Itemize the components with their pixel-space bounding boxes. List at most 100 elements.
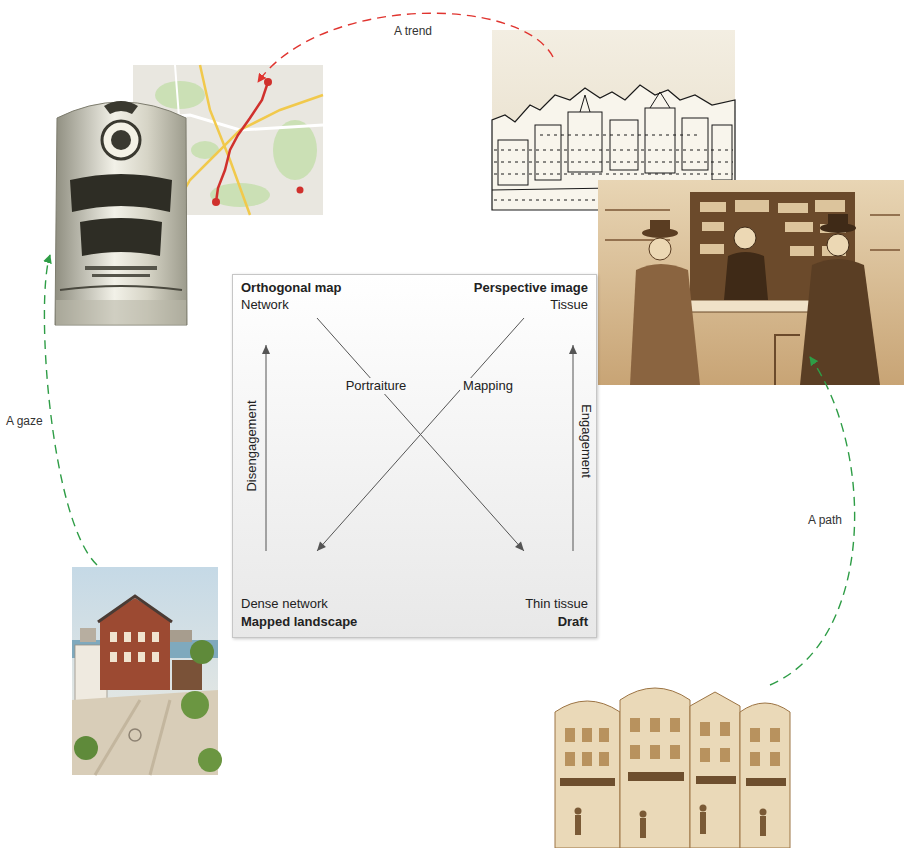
town-render-image-part-part [138, 652, 145, 662]
city-sketch-image-part-part [494, 162, 733, 163]
facade-image-part-part [582, 728, 592, 742]
facade-image-part-part [560, 778, 615, 786]
diagonal-label: Mapping [460, 378, 516, 394]
facade-image-part-part [620, 688, 690, 848]
facade-image-part-part [630, 718, 640, 732]
portraiture-arrow [317, 318, 524, 551]
facade-image-part-part [628, 772, 684, 781]
bar-scene-image-part-part [870, 214, 900, 216]
facade-image-part-part [770, 728, 780, 742]
bar-scene-image-part [630, 264, 700, 385]
facade-image-part-part [700, 722, 710, 736]
facade-image-part [555, 688, 790, 848]
map-image-part [297, 187, 304, 194]
beer-can-image-part [111, 130, 131, 150]
bar-scene-image-part [790, 246, 814, 256]
corner-term: Draft [558, 614, 588, 630]
portraiture-arrow-head [515, 542, 524, 551]
axis-label: Engagement [578, 404, 594, 478]
town-render-image-part [72, 690, 218, 775]
trend-arrow [258, 13, 553, 82]
bar-scene-image-part [700, 244, 724, 254]
corner-term: Orthogonal map [241, 280, 341, 296]
beer-can-image [55, 101, 187, 325]
quadrant-arrows [233, 275, 598, 639]
corner-term: Mapped landscape [241, 614, 357, 630]
bar-scene-image-part [828, 214, 848, 228]
axis-label: Disengagement [244, 400, 260, 491]
bar-scene-image-part [785, 222, 813, 232]
arrow-label: A path [805, 513, 845, 528]
facade-image-part-part [720, 722, 730, 736]
facade-image-part-part [746, 778, 786, 786]
corner-term: Perspective image [474, 280, 588, 296]
bar-scene-image-part [649, 238, 671, 260]
map-image-part [200, 65, 250, 215]
town-render-image-part [190, 640, 214, 664]
map-image-part [155, 81, 205, 109]
town-render-image-part-part [124, 632, 131, 642]
facade-image-part [560, 772, 786, 786]
town-render-image-part [74, 736, 98, 760]
town-render-image [72, 567, 222, 775]
town-render-image-part [72, 567, 218, 775]
city-sketch-image-part-part [494, 174, 733, 175]
path-arrow [770, 357, 855, 685]
bar-scene-image-part [650, 220, 670, 233]
bar-scene-image-part-part [870, 249, 900, 251]
disengagement-arrow [266, 345, 267, 551]
bar-scene-image-part [827, 234, 849, 256]
diagonal-label: Portraiture [343, 378, 410, 394]
beer-can-image-part [104, 101, 138, 114]
city-sketch-image-part-part [645, 108, 675, 173]
town-render-image-part [98, 596, 172, 622]
town-render-image-part [198, 748, 222, 772]
facade-image-part-part [575, 808, 582, 815]
corner-term: Dense network [241, 596, 328, 612]
town-render-image-part [129, 729, 141, 741]
facade-image-part-part [700, 812, 706, 834]
arrow-label: A trend [391, 24, 435, 39]
facade-image-part-part [599, 728, 609, 742]
city-sketch-image-part-part [712, 125, 732, 180]
facade-image-part-part [770, 752, 780, 766]
engagement-arrow-head [569, 345, 577, 354]
facade-image [555, 688, 790, 848]
facade-image-part-part [582, 752, 592, 766]
corner-term: Tissue [550, 297, 588, 313]
bar-scene-image-part [702, 222, 724, 231]
facade-image-part-part [630, 745, 640, 759]
town-render-image-part [170, 630, 192, 642]
beer-can-image-part [85, 266, 157, 270]
bar-scene-image-part [775, 335, 800, 385]
facade-image-part-part [640, 811, 647, 818]
bar-scene-image-part-part [605, 209, 670, 211]
bar-scene-image-part [735, 200, 769, 212]
city-sketch-image-part-part [568, 112, 602, 172]
mapping-arrow-head [317, 542, 326, 551]
facade-image-part-part [696, 776, 736, 784]
bar-scene-image [598, 180, 904, 385]
bar-scene-image-part [598, 180, 904, 385]
bar-scene-image-part [605, 210, 900, 250]
facade-image-part-part [740, 703, 790, 848]
quadrant-square: Orthogonal mapNetworkPerspective imageTi… [232, 274, 597, 638]
bar-scene-image-part [724, 252, 768, 300]
bar-scene-image-part [700, 202, 726, 212]
map-image-part [216, 82, 268, 202]
bar-scene-image-part [778, 203, 808, 213]
facade-image-part-part [565, 728, 575, 742]
facade-image-part-part [555, 701, 620, 848]
town-render-image-part [80, 628, 96, 642]
town-render-image-part [95, 700, 170, 775]
city-sketch-image-part-part [580, 92, 670, 112]
map-image-part [264, 78, 272, 86]
engagement-arrow [573, 345, 574, 551]
arrow-label: A gaze [3, 414, 46, 429]
disengagement-arrow-head [262, 345, 270, 354]
town-render-image-part-part [152, 632, 159, 642]
facade-image-part-part [760, 809, 767, 816]
facade-image-part-part [750, 728, 760, 742]
bar-scene-image-part [815, 200, 845, 212]
facade-image-part-part [720, 748, 730, 762]
